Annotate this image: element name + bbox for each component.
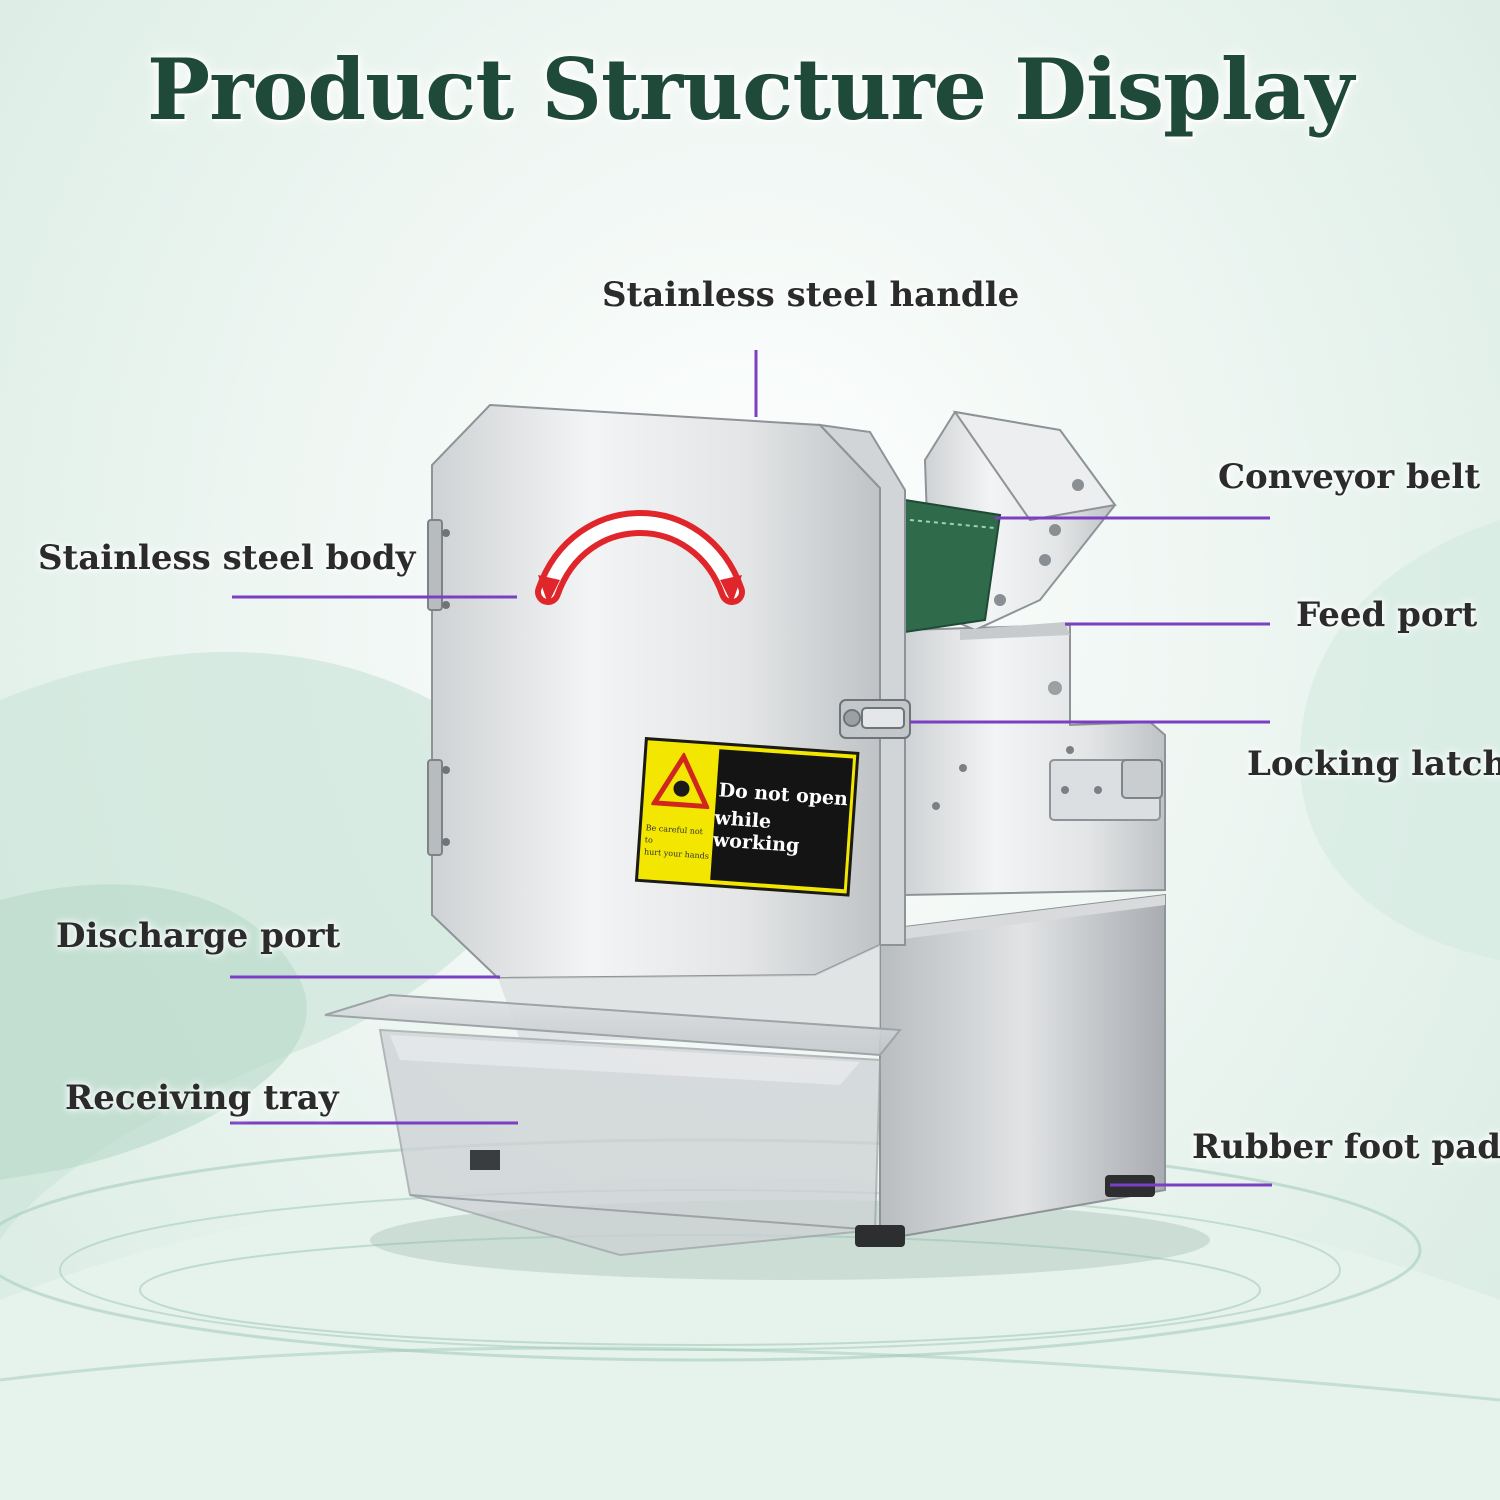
label-rubber-foot-pads: Rubber foot pads [1192, 1127, 1500, 1167]
label-discharge-port: Discharge port [56, 916, 341, 956]
label-receiving-tray: Receiving tray [65, 1078, 339, 1118]
warning-main-line-1: Do not open [717, 778, 849, 810]
warning-main-line-2: while working [712, 806, 801, 857]
warning-triangle-icon [650, 751, 713, 817]
label-locking-latch: Locking latch [1247, 744, 1500, 784]
warning-main-panel: Do not open while working [710, 749, 854, 890]
label-stainless-steel-body: Stainless steel body [38, 538, 416, 578]
warning-small-text: Be careful not to hurt your hands [644, 822, 712, 863]
warning-sticker: Be careful not to hurt your hands Do not… [634, 737, 860, 897]
label-stainless-steel-handle: Stainless steel handle [602, 275, 1020, 315]
page-title: Product Structure Display [146, 40, 1354, 139]
label-feed-port: Feed port [1296, 595, 1478, 635]
label-conveyor-belt: Conveyor belt [1218, 457, 1481, 497]
